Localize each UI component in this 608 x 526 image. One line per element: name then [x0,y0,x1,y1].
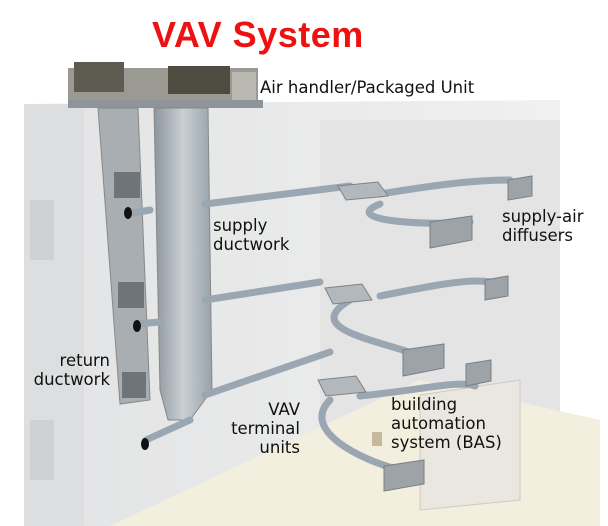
duct-openings [124,207,149,450]
label-building-automation-system: building automation system (BAS) [391,395,502,452]
supply-air-diffusers-shapes [383,175,533,492]
label-return-ductwork: return ductwork [33,351,110,389]
supply-branch-ducts [124,176,514,474]
label-air-handler: Air handler/Packaged Unit [260,78,475,97]
diagram-title: VAV System [152,14,364,55]
supply-riser-duct [153,107,213,421]
vav-terminal-boxes [317,181,389,397]
air-handler-unit [68,62,263,108]
label-supply-ductwork: supply ductwork [213,216,290,254]
label-vav-terminal-units: VAV terminal units [231,400,300,457]
label-supply-air-diffusers: supply-air diffusers [502,207,584,245]
